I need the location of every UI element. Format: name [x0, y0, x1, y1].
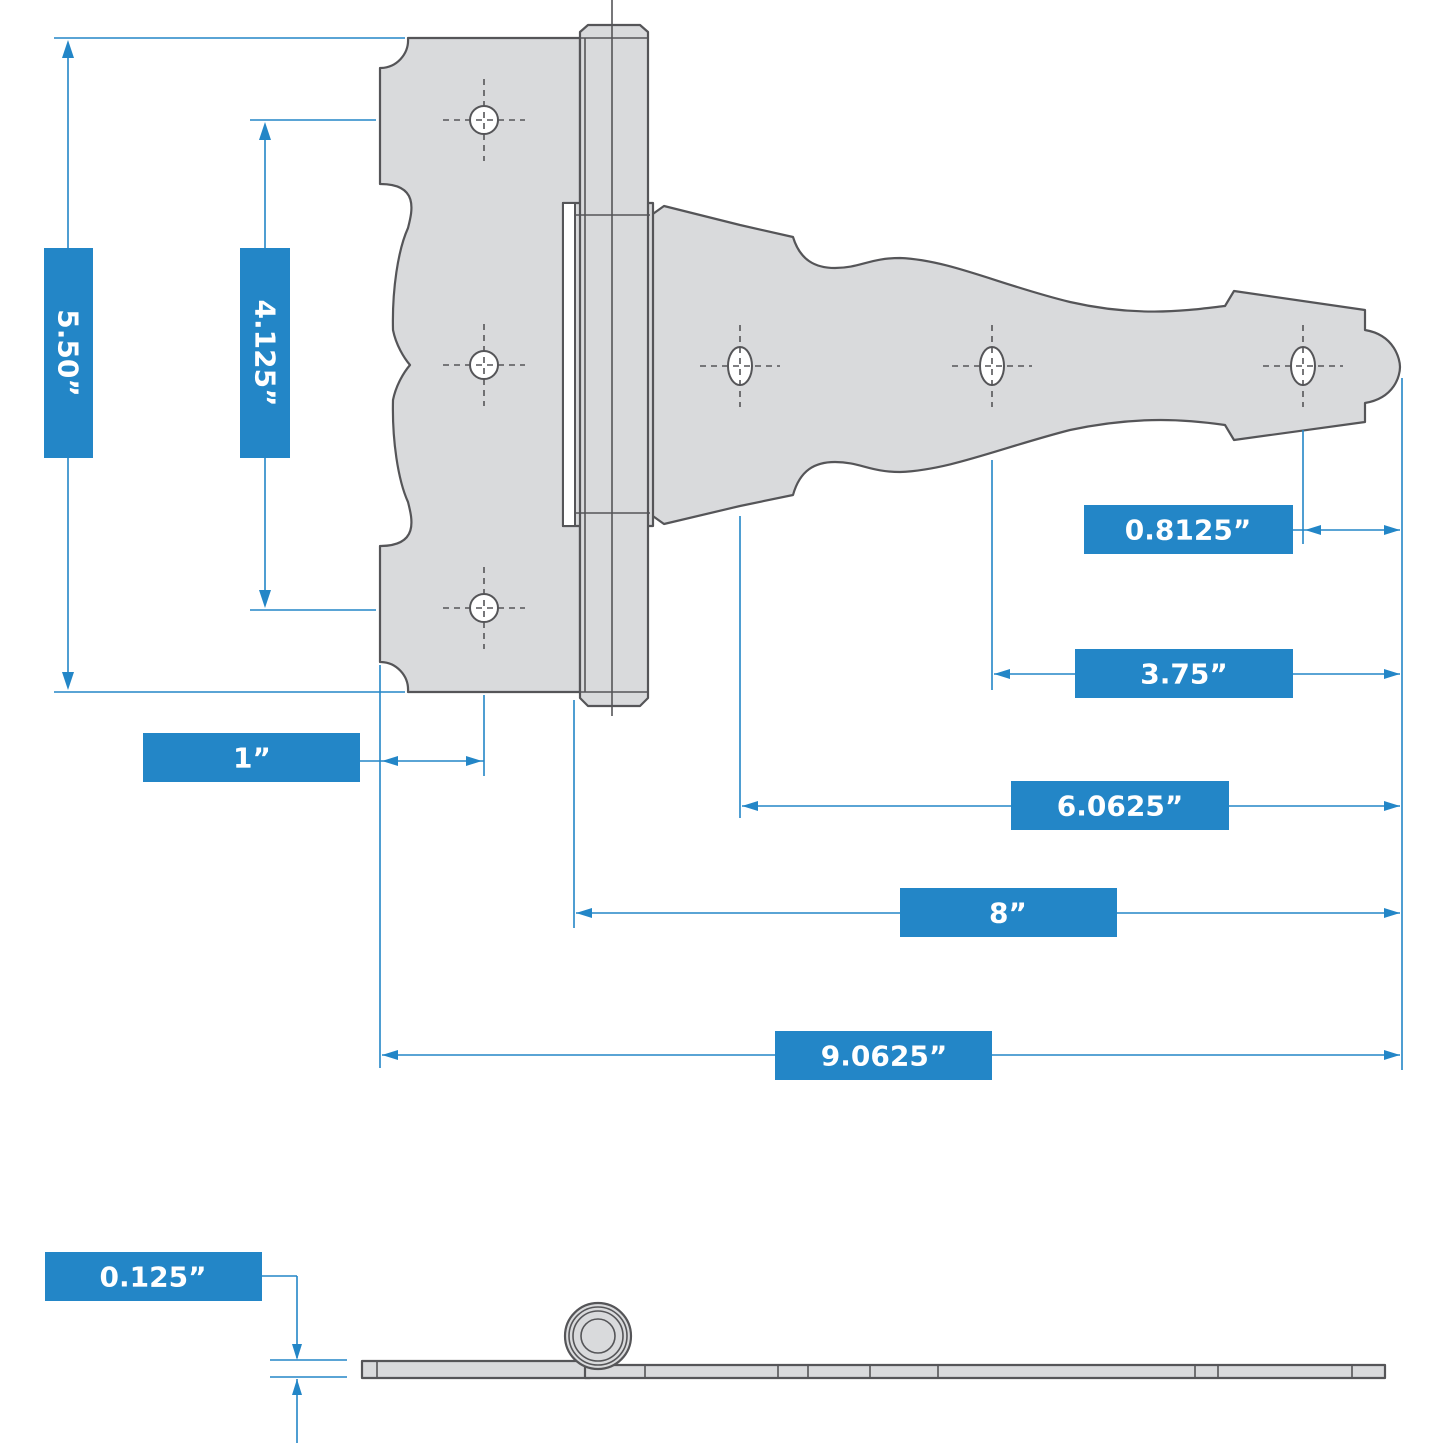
screw-hole-strap-3	[1263, 325, 1343, 407]
dimension-tip-to-mid-strap: 3.75”	[991, 460, 1400, 698]
dimension-tip-to-knuckle: 8”	[573, 700, 1400, 937]
label-tip-to-last-hole: 0.8125”	[1125, 514, 1251, 547]
screw-hole-strap-2	[952, 325, 1032, 407]
screw-hole-leaf-middle	[443, 324, 525, 406]
dimension-overall-length: 9.0625”	[382, 1031, 1400, 1080]
label-tip-to-knuckle: 8”	[989, 897, 1027, 930]
hinge-knuckle-barrel	[578, 23, 650, 708]
screw-hole-leaf-bottom	[443, 567, 525, 649]
knuckle-inner-gap	[562, 202, 576, 527]
dimension-overall-height: 5.50”	[44, 37, 405, 693]
label-hole-spacing: 4.125”	[249, 300, 282, 407]
hinge-side-profile	[360, 1301, 1387, 1380]
dimension-tip-to-strap-base: 6.0625”	[739, 516, 1400, 830]
dimension-edge-to-hole: 1”	[143, 665, 485, 1068]
dimension-hole-spacing: 4.125”	[240, 119, 376, 611]
pin-profile	[580, 1318, 616, 1354]
label-thickness: 0.125”	[100, 1261, 207, 1294]
label-edge-to-hole: 1”	[233, 742, 271, 775]
label-tip-to-mid-strap: 3.75”	[1140, 658, 1228, 691]
label-tip-to-strap-base: 6.0625”	[1057, 790, 1183, 823]
hinge-strap	[648, 204, 1402, 526]
label-overall-height: 5.50”	[52, 309, 85, 397]
dimension-tip-to-last-hole: 0.8125”	[1084, 430, 1400, 554]
label-overall-length: 9.0625”	[821, 1040, 947, 1073]
dimension-thickness: 0.125”	[45, 1252, 347, 1443]
screw-hole-leaf-top	[443, 79, 525, 161]
screw-hole-strap-1	[700, 325, 780, 407]
